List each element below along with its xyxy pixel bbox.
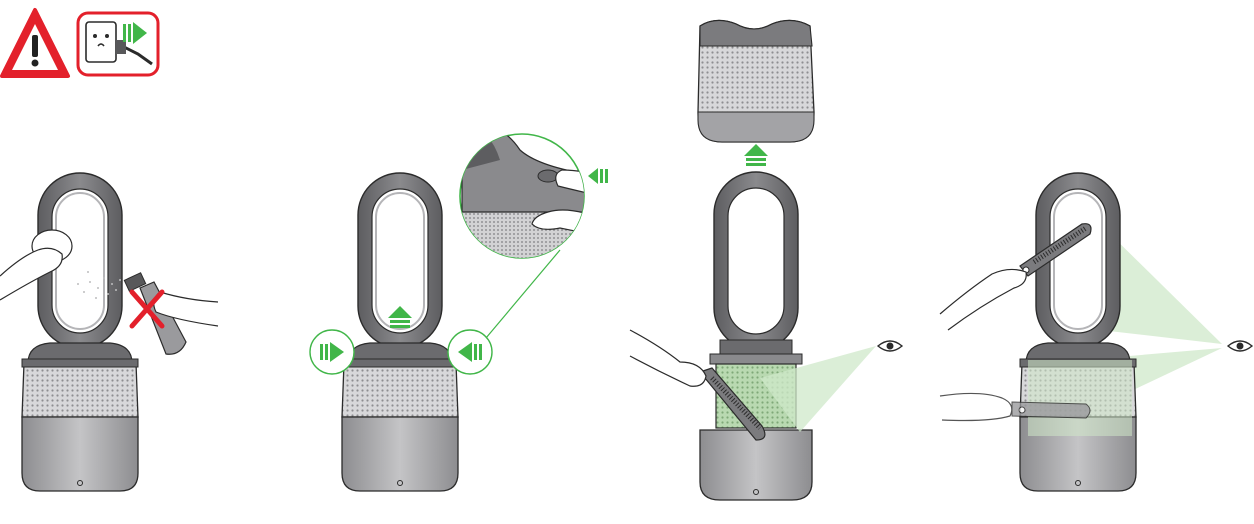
spray-mist <box>77 271 121 299</box>
green-right-arrow-icon <box>320 342 344 362</box>
eye-icon <box>876 340 904 352</box>
inspection-sightline-top <box>1100 224 1222 344</box>
green-arrow-icon <box>123 22 147 44</box>
no-spray-cross-icon <box>129 289 165 329</box>
brush-tool-lower <box>939 392 1091 422</box>
step-brush-inspect-debris <box>939 172 1254 492</box>
green-up-arrow-icon <box>744 144 768 166</box>
spray-bottle <box>123 272 219 355</box>
zoom-green-left-arrow-icon <box>588 168 608 184</box>
eye-icon <box>1226 340 1254 352</box>
green-left-arrow-icon <box>458 342 482 362</box>
removed-filter-shroud <box>697 19 815 143</box>
brush-tool <box>629 329 766 441</box>
green-up-arrow-icon <box>388 306 412 328</box>
zoom-detail-callout <box>459 133 608 259</box>
unplug-icon <box>76 11 160 77</box>
step-press-buttons-lift-loop <box>309 133 608 492</box>
step-remove-filter-brush <box>629 19 904 501</box>
step-wipe-loop <box>0 172 219 492</box>
inspection-sightline <box>760 346 876 432</box>
brush-tool-upper <box>939 223 1092 331</box>
cloth-hand <box>0 229 73 301</box>
warning-icon <box>0 8 70 78</box>
